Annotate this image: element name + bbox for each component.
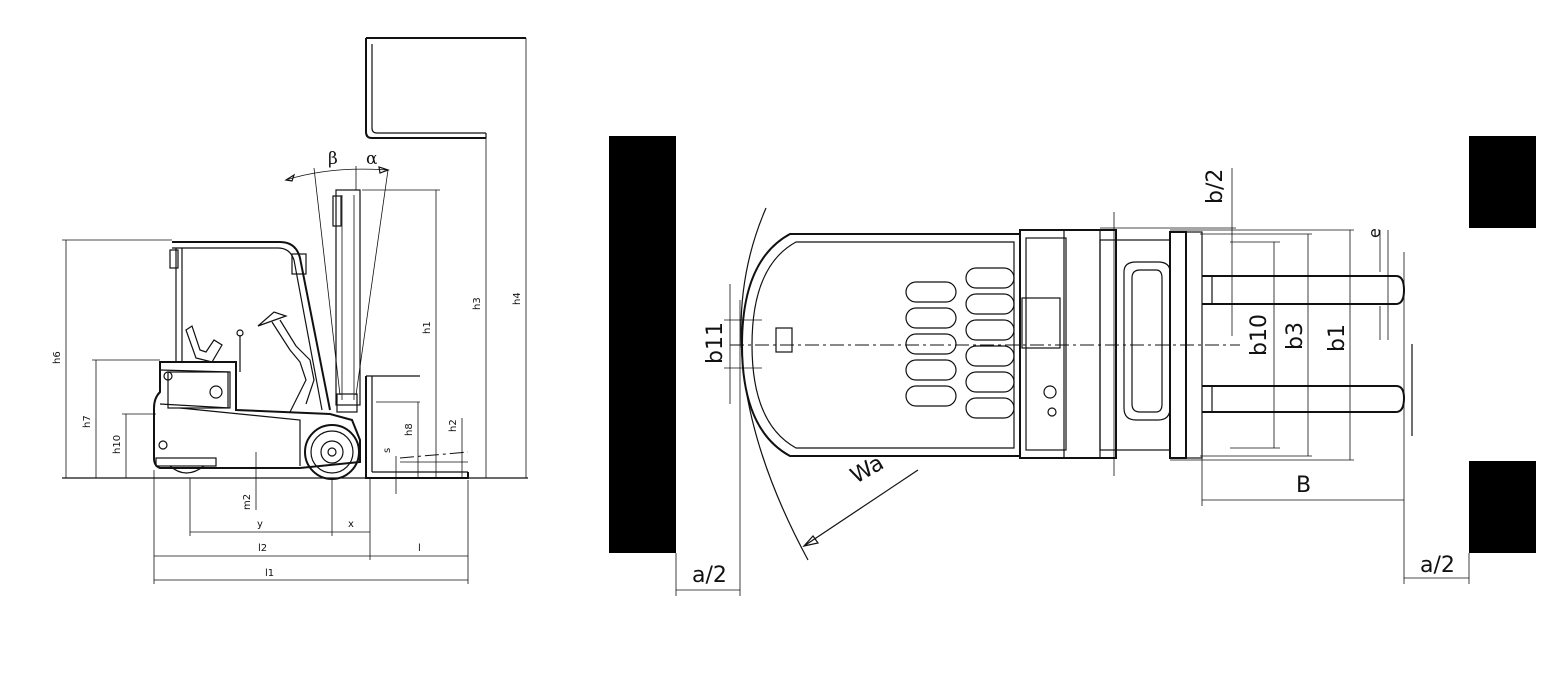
label-beta: β	[328, 149, 338, 169]
dim-h8	[376, 401, 420, 478]
raised-forks	[365, 37, 526, 139]
label-h10: h10	[112, 435, 123, 454]
side-view: β α h6 h7 h10 h1 h3 h4 h8 h2 s m2 y x l2…	[52, 37, 528, 584]
tilt-angle-lines	[284, 166, 390, 396]
dim-h7	[92, 359, 160, 478]
mast	[332, 189, 361, 413]
dim-b1	[1170, 229, 1354, 461]
label-h3: h3	[472, 297, 483, 310]
label-x: x	[348, 519, 354, 530]
label-h8: h8	[404, 423, 415, 436]
label-l: l	[418, 543, 421, 554]
aisle-wall-left	[609, 136, 676, 553]
label-b11: b11	[703, 322, 728, 364]
label-l1: l1	[265, 568, 274, 579]
label-a-half-right: a/2	[1420, 553, 1455, 578]
dim-h1	[362, 189, 440, 478]
label-s: s	[382, 448, 393, 453]
aisle-wall-right-bottom	[1469, 461, 1536, 553]
dim-l2-l	[153, 470, 469, 584]
label-h6: h6	[52, 351, 63, 364]
label-b-half: b/2	[1203, 169, 1228, 204]
aisle-wall-right-top	[1469, 136, 1536, 228]
label-h2: h2	[448, 419, 459, 432]
label-h1: h1	[422, 321, 433, 334]
dim-b-half	[1100, 168, 1236, 336]
dim-b3	[1200, 233, 1312, 457]
dim-B	[1201, 252, 1405, 506]
dim-h6	[62, 239, 172, 478]
label-h7: h7	[82, 415, 93, 428]
seat-and-steering	[185, 311, 315, 413]
label-m2: m2	[242, 494, 253, 510]
top-view: b/2 e b11 b10 b3 b1 Wa B a/2 a/2	[609, 136, 1536, 596]
drive-section	[1019, 229, 1171, 459]
dim-a-half-right	[1403, 506, 1470, 584]
dim-y-x	[189, 478, 371, 560]
battery-cells	[905, 267, 1015, 419]
dim-a-half-left	[675, 300, 741, 596]
label-B: B	[1296, 473, 1311, 498]
overhead-guard	[169, 241, 331, 411]
label-l2: l2	[258, 543, 267, 554]
label-b10: b10	[1247, 314, 1272, 356]
carriage-top	[1113, 212, 1187, 476]
chassis	[153, 361, 361, 469]
label-b1: b1	[1325, 324, 1350, 352]
label-e: e	[1365, 228, 1384, 238]
dim-wa	[740, 207, 919, 561]
front-wheel	[304, 424, 360, 480]
dim-e	[1379, 230, 1389, 340]
label-alpha: α	[366, 149, 378, 169]
label-h4: h4	[512, 292, 523, 305]
dim-b10	[1230, 241, 1280, 449]
lowered-forks	[365, 375, 469, 479]
dim-h10	[122, 413, 156, 478]
rear-wheel	[169, 465, 205, 474]
label-b3: b3	[1283, 322, 1308, 350]
label-y: y	[257, 519, 263, 530]
label-a-half-left: a/2	[692, 563, 727, 588]
